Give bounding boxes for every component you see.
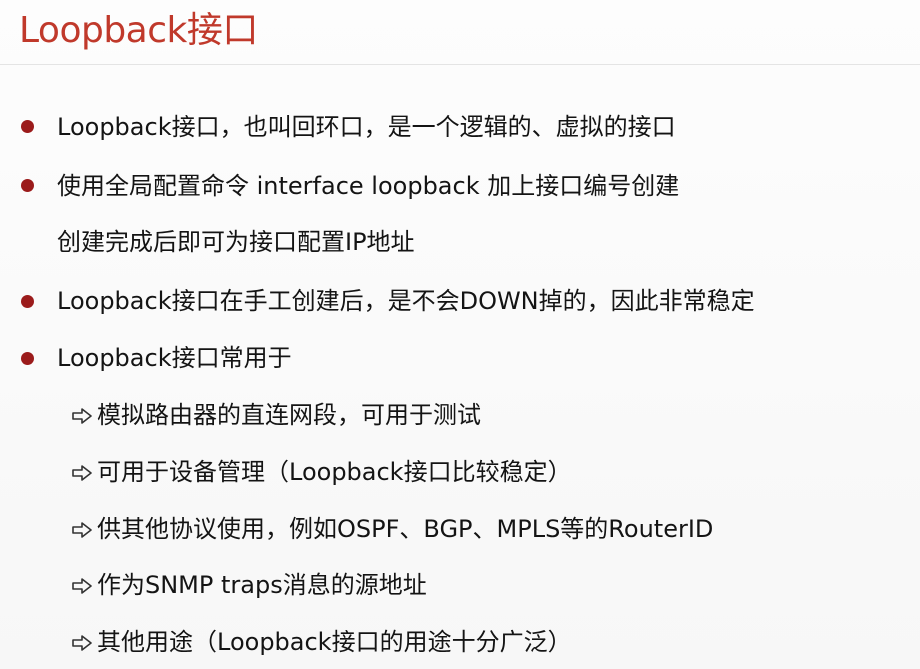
- right-arrow-icon: [72, 635, 94, 651]
- bullet-dot-icon: [21, 120, 34, 133]
- bullet-item-2: 使用全局配置命令 interface loopback 加上接口编号创建: [57, 172, 680, 200]
- sub-item-label: 可用于设备管理（Loopback接口比较稳定）: [97, 458, 572, 486]
- sub-item-label: 作为SNMP traps消息的源地址: [97, 571, 427, 599]
- right-arrow-icon: [72, 522, 94, 538]
- sub-item-label: 模拟路由器的直连网段，可用于测试: [97, 401, 481, 429]
- slide-title: Loopback接口: [19, 10, 258, 51]
- sub-item-1: 模拟路由器的直连网段，可用于测试: [72, 398, 481, 432]
- right-arrow-icon: [72, 408, 94, 424]
- sub-item-4: 作为SNMP traps消息的源地址: [72, 568, 427, 602]
- title-divider: [0, 64, 920, 65]
- sub-item-2: 可用于设备管理（Loopback接口比较稳定）: [72, 455, 572, 489]
- sub-item-label: 供其他协议使用，例如OSPF、BGP、MPLS等的RouterID: [97, 515, 714, 543]
- right-arrow-icon: [72, 578, 94, 594]
- bullet-item-1: Loopback接口，也叫回环口，是一个逻辑的、虚拟的接口: [57, 113, 676, 141]
- bullet-item-3: Loopback接口在手工创建后，是不会DOWN掉的，因此非常稳定: [57, 287, 755, 315]
- bullet-item-4: Loopback接口常用于: [57, 344, 292, 372]
- sub-item-3: 供其他协议使用，例如OSPF、BGP、MPLS等的RouterID: [72, 512, 713, 546]
- sub-item-label: 其他用途（Loopback接口的用途十分广泛）: [97, 628, 572, 656]
- right-arrow-icon: [72, 465, 94, 481]
- bullet-dot-icon: [21, 352, 34, 365]
- bullet-dot-icon: [21, 179, 34, 192]
- bullet-dot-icon: [21, 295, 34, 308]
- sub-item-5: 其他用途（Loopback接口的用途十分广泛）: [72, 625, 572, 659]
- bullet-item-2-continuation: 创建完成后即可为接口配置IP地址: [57, 228, 415, 256]
